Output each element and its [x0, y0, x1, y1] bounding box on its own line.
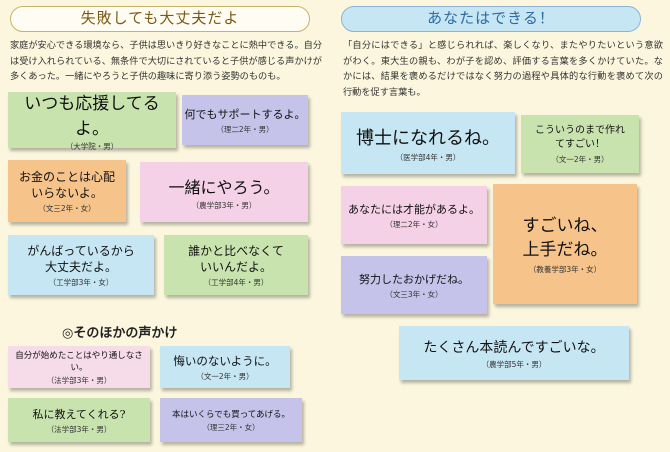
card-message: 本はいくらでも買ってあげる。	[171, 409, 291, 420]
card-message: いつも応援してるよ。	[24, 93, 160, 139]
card-author: （農学部3年・男）	[191, 200, 257, 210]
card-author: （文三2年・女）	[38, 203, 96, 213]
card-author: （文一2年・男）	[551, 154, 609, 164]
left-section-title: 失敗しても大丈夫だよ	[10, 6, 310, 32]
message-card: 自分が始めたことはやり通しなさい。 （法学部3年・男）	[8, 346, 150, 388]
card-message: たくさん本読んですごいな。	[423, 339, 605, 356]
card-message: 誰かと比べなくていいんだよ。	[188, 243, 284, 274]
card-message: すごいね、上手だね。	[522, 215, 608, 260]
message-card: 一緒にやろう。 （農学部3年・男）	[140, 162, 308, 222]
card-message: あなたには才能があるよ。	[348, 202, 480, 216]
message-card: 努力したおかげだね。 （文三3年・女）	[341, 256, 487, 314]
message-card: がんばっているから大丈夫だよ。 （工学部3年・女）	[8, 235, 154, 295]
message-card: いつも応援してるよ。 （大学院・男）	[8, 92, 176, 151]
card-author: （理二2年・女）	[385, 219, 443, 229]
card-message: 自分が始めたことはやり通しなさい。	[15, 350, 143, 373]
card-message: 何でもサポートするよ。	[184, 107, 306, 121]
card-message: 私に教えてくれる?	[32, 407, 126, 421]
card-author: （教養学部3年・女）	[528, 264, 602, 274]
message-card: 悔いのないように。 （文一2年・男）	[160, 346, 290, 388]
message-card: 何でもサポートするよ。 （理二2年・男）	[182, 95, 308, 145]
card-author: （法学部3年・男）	[46, 424, 112, 434]
card-author: （文三3年・女）	[385, 289, 443, 299]
card-author: （工学部3年・女）	[48, 277, 114, 287]
card-message: お金のことは心配いらないよ。	[19, 169, 116, 200]
message-card: 私に教えてくれる? （法学部3年・男）	[8, 398, 150, 442]
right-intro: 「自分にはできる」と感じられれば、楽しくなり、またやりたいという意欲がわく。東大…	[343, 40, 663, 98]
right-section-title: あなたはできる！	[341, 6, 641, 32]
message-card: 博士になれるね。 （医学部4年・男）	[341, 112, 515, 174]
card-author: （工学部4年・男）	[203, 277, 269, 287]
message-card: こういうのまで作れてすごい！ （文一2年・男）	[521, 115, 639, 173]
message-card: すごいね、上手だね。 （教養学部3年・女）	[493, 184, 637, 304]
card-message: 博士になれるね。	[356, 127, 500, 149]
card-message: 努力したおかげだね。	[359, 272, 469, 286]
card-author: （農学部5年・男）	[481, 359, 547, 369]
message-card: 誰かと比べなくていいんだよ。 （工学部4年・男）	[164, 235, 308, 295]
left-intro: 家庭が安心できる環境なら、子供は思いきり好きなことに熱中できる。自分は受け入れら…	[10, 40, 323, 82]
card-author: （大学院・男）	[65, 141, 119, 151]
card-author: （医学部4年・男）	[395, 152, 461, 162]
card-author: （理三2年・女）	[202, 422, 260, 432]
card-message: がんばっているから大丈夫だよ。	[27, 243, 135, 274]
message-card: たくさん本読んですごいな。 （農学部5年・男）	[399, 326, 629, 380]
card-author: （法学部3年・男）	[46, 375, 112, 385]
message-card: 本はいくらでも買ってあげる。 （理三2年・女）	[160, 398, 302, 442]
message-card: お金のことは心配いらないよ。 （文三2年・女）	[8, 160, 126, 222]
message-card: あなたには才能があるよ。 （理二2年・女）	[341, 186, 487, 244]
card-message: こういうのまで作れてすごい！	[535, 124, 625, 150]
card-message: 悔いのないように。	[173, 353, 277, 368]
card-author: （文一2年・男）	[196, 371, 254, 381]
card-message: 一緒にやろう。	[168, 177, 280, 197]
card-author: （理二2年・男）	[216, 124, 274, 134]
other-messages-heading: ◎そのほかの声かけ	[62, 326, 178, 341]
left-section: 失敗しても大丈夫だよ 家庭が安心できる環境なら、子供は思いきり好きなことに熱中で…	[8, 6, 323, 442]
right-section: あなたはできる！ 「自分にはできる」と感じられれば、楽しくなり、またやりたいとい…	[335, 0, 670, 452]
